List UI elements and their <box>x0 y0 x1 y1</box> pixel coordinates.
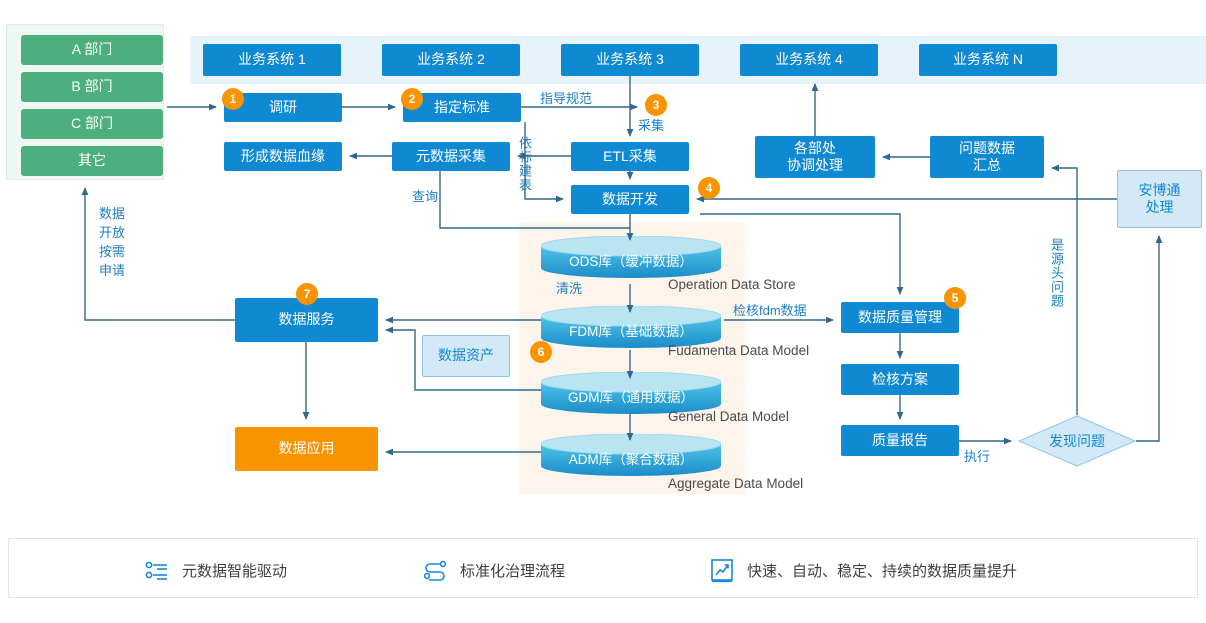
badge-5: 5 <box>944 287 966 309</box>
data-dev-label: 数据开发 <box>602 190 658 207</box>
anbotong-box[interactable]: 安博通 处理 <box>1117 170 1202 228</box>
guide-spec-label: 指导规范 <box>540 91 593 106</box>
flow-nodes-icon <box>423 560 447 581</box>
metadata-collect-box[interactable]: 元数据采集 <box>392 142 510 171</box>
execute-label: 执行 <box>964 449 991 464</box>
database-adm[interactable]: ADM库（聚合数据） <box>541 434 721 476</box>
data-asset-label: 数据资产 <box>438 347 494 364</box>
lineage-box[interactable]: 形成数据血缘 <box>224 142 342 171</box>
legend-label: 快速、自动、稳定、持续的数据质量提升 <box>747 562 1018 580</box>
badge-1: 1 <box>222 88 244 110</box>
database-fdm[interactable]: FDM库（基础数据） <box>541 306 721 348</box>
dept-coordination-box[interactable]: 各部处 协调处理 <box>755 136 875 178</box>
open-on-demand-line-1: 数据 <box>98 206 125 221</box>
business-system-2[interactable]: 业务系统 2 <box>382 44 520 76</box>
problem-summary-line-2: 汇总 <box>973 157 1001 173</box>
problem-summary-line-1: 问题数据 <box>959 139 1015 156</box>
data-dev-box[interactable]: 数据开发 <box>571 185 689 214</box>
cylinder-shape <box>541 434 721 476</box>
trend-chart-icon <box>711 559 733 583</box>
data-service-box[interactable]: 数据服务 <box>235 298 378 342</box>
badge-7: 7 <box>296 283 318 305</box>
department-item-other[interactable]: 其它 <box>21 146 163 176</box>
legend-item-process[interactable]: 标准化治理流程 <box>422 556 565 584</box>
found-problem-label: 发现问题 <box>1049 433 1105 449</box>
open-on-demand-line-4: 申请 <box>98 262 125 278</box>
department-item-b[interactable]: B 部门 <box>21 72 163 102</box>
build-by-standard-label: 依标建表 <box>517 136 532 192</box>
open-on-demand-line-2: 开放 <box>98 224 125 240</box>
business-system-4[interactable]: 业务系统 4 <box>740 44 878 76</box>
cylinder-shape <box>541 236 721 278</box>
business-system-label: 业务系统 2 <box>417 51 485 68</box>
cylinder-shape <box>541 306 721 348</box>
database-label: ADM库（聚合数据） <box>568 452 694 467</box>
dept-coordination-line-2: 协调处理 <box>787 157 843 173</box>
standard-label: 指定标准 <box>434 98 490 115</box>
open-on-demand-line-3: 按需 <box>98 243 125 259</box>
anbotong-line-2: 处理 <box>1145 199 1174 215</box>
database-ods[interactable]: ODS库（缓冲数据） <box>541 236 721 278</box>
database-subtitle-fdm: Fudamenta Data Model <box>668 343 810 358</box>
data-app-box[interactable]: 数据应用 <box>235 427 378 471</box>
business-system-label: 业务系统 3 <box>596 51 664 68</box>
data-quality-box[interactable]: 数据质量管理 <box>841 302 959 333</box>
department-label: C 部门 <box>71 115 113 132</box>
check-fdm-label: 检核fdm数据 <box>733 303 807 318</box>
quality-report-box[interactable]: 质量报告 <box>841 425 959 456</box>
department-label: 其它 <box>78 152 106 169</box>
legend-label: 元数据智能驱动 <box>182 562 288 580</box>
query-label: 查询 <box>412 189 439 204</box>
problem-summary-box[interactable]: 问题数据 汇总 <box>930 136 1044 178</box>
audit-plan-label: 检核方案 <box>872 370 928 387</box>
legend-bar: 元数据智能驱动 标准化治理流程 快速、自动、稳定、持续的数据质量提升 <box>8 538 1198 598</box>
data-service-label: 数据服务 <box>278 311 335 328</box>
cylinder-shape <box>541 372 721 414</box>
database-gdm[interactable]: GDM库（通用数据） <box>541 372 721 414</box>
database-label: GDM库（通用数据） <box>568 390 694 405</box>
anbotong-line-1: 安博通 <box>1138 181 1181 198</box>
quality-report-label: 质量报告 <box>872 431 928 448</box>
data-quality-label: 数据质量管理 <box>858 308 942 325</box>
department-label: B 部门 <box>71 78 113 95</box>
database-label: FDM库（基础数据） <box>569 324 693 339</box>
clean-label: 清洗 <box>556 281 583 296</box>
business-system-label: 业务系统 4 <box>775 51 843 68</box>
research-label: 调研 <box>269 98 297 115</box>
audit-plan-box[interactable]: 检核方案 <box>841 364 959 395</box>
database-subtitle-gdm: General Data Model <box>668 409 789 424</box>
business-system-label: 业务系统 1 <box>238 51 306 68</box>
metadata-collect-label: 元数据采集 <box>416 147 486 164</box>
collect-label: 采集 <box>638 118 665 133</box>
business-system-1[interactable]: 业务系统 1 <box>203 44 341 76</box>
department-item-a[interactable]: A 部门 <box>21 35 163 65</box>
data-app-label: 数据应用 <box>278 440 335 457</box>
open-on-demand-label: 数据 开放 按需 申请 <box>92 205 132 280</box>
department-item-c[interactable]: C 部门 <box>21 109 163 139</box>
is-source-problem-label: 是源头问题 <box>1049 238 1064 308</box>
database-subtitle-adm: Aggregate Data Model <box>668 476 804 491</box>
etl-label: ETL采集 <box>603 147 657 164</box>
legend-item-metadata[interactable]: 元数据智能驱动 <box>144 556 287 584</box>
database-subtitle-ods: Operation Data Store <box>668 277 796 292</box>
business-system-3[interactable]: 业务系统 3 <box>561 44 699 76</box>
badge-3: 3 <box>645 94 667 116</box>
etl-box[interactable]: ETL采集 <box>571 142 689 171</box>
found-problem-diamond[interactable]: 发现问题 <box>1017 415 1137 467</box>
badge-2: 2 <box>401 88 423 110</box>
data-asset-box[interactable]: 数据资产 <box>422 335 510 377</box>
settings-list-icon <box>145 561 167 580</box>
business-system-n[interactable]: 业务系统 N <box>919 44 1057 76</box>
legend-label: 标准化治理流程 <box>460 562 566 580</box>
department-label: A 部门 <box>71 41 113 58</box>
legend-item-quality[interactable]: 快速、自动、稳定、持续的数据质量提升 <box>709 556 1017 584</box>
lineage-label: 形成数据血缘 <box>241 147 325 164</box>
dept-coordination-line-1: 各部处 <box>794 139 836 156</box>
departments-panel: A 部门 B 部门 C 部门 其它 <box>6 24 164 180</box>
badge-4: 4 <box>698 177 720 199</box>
badge-6: 6 <box>530 341 552 363</box>
diamond-shape <box>1017 415 1137 467</box>
database-label: ODS库（缓冲数据） <box>569 254 693 269</box>
business-system-label: 业务系统 N <box>953 51 1023 68</box>
